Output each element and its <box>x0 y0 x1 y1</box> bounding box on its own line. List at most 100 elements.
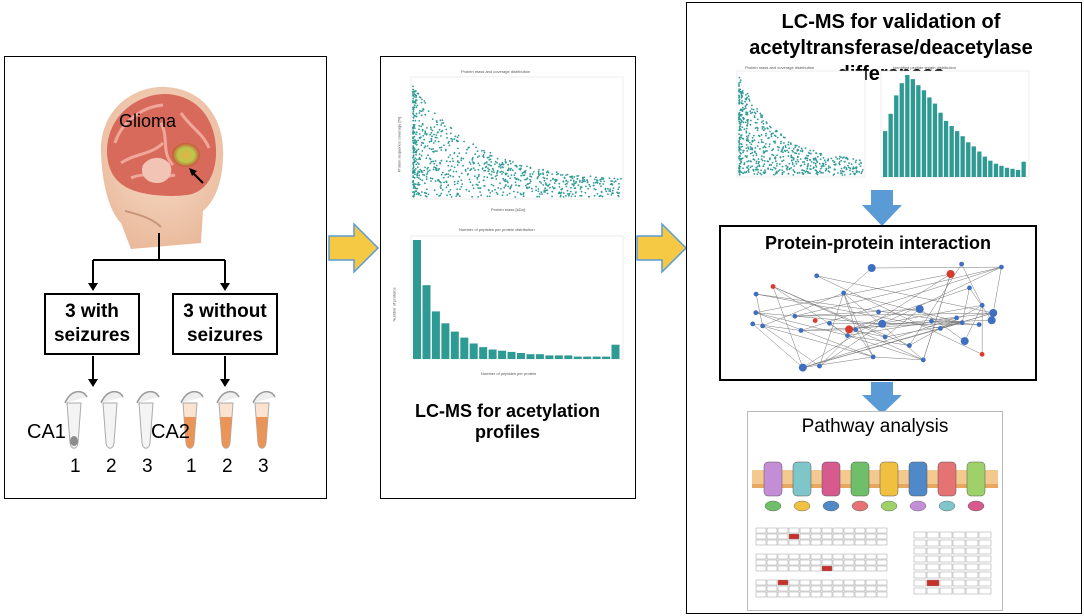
scatter-point <box>741 106 744 109</box>
network-node <box>954 315 959 321</box>
scatter-point <box>609 188 611 191</box>
scatter-point <box>771 149 773 152</box>
scatter-point <box>579 188 582 190</box>
scatter-point <box>461 183 464 185</box>
gene-cell <box>913 571 927 579</box>
gene-cell <box>854 565 866 572</box>
scatter-point <box>476 178 479 180</box>
scatter-point <box>413 90 416 92</box>
gene-cell <box>821 579 833 586</box>
scatter-point <box>759 112 762 115</box>
network-edge <box>755 273 951 313</box>
scatter-point <box>477 168 480 171</box>
bar <box>960 136 965 177</box>
scatter-point <box>510 174 513 176</box>
scatter-point <box>815 169 818 172</box>
scatter-point <box>413 104 416 106</box>
scatter-point <box>460 185 463 188</box>
scatter-point <box>586 181 589 183</box>
scatter-point <box>750 112 752 115</box>
protein-subunit <box>764 500 782 512</box>
scatter-point <box>452 170 455 173</box>
scatter-point <box>440 146 443 149</box>
bar <box>943 120 949 177</box>
scatter-point <box>447 184 449 187</box>
scatter-point <box>750 143 753 146</box>
pathway-title: Pathway analysis <box>801 416 949 437</box>
scatter-point <box>445 186 448 189</box>
gene-cell <box>843 533 855 540</box>
network-edge <box>855 329 924 361</box>
network-node <box>827 320 832 326</box>
scatter-point <box>797 160 800 163</box>
network-edge <box>755 294 763 326</box>
scatter-point <box>454 135 457 138</box>
scatter-point <box>742 172 744 175</box>
scatter-point <box>413 131 416 134</box>
scatter-point <box>617 188 620 191</box>
gene-cell <box>854 527 866 534</box>
scatter-point <box>415 90 417 92</box>
scatter-point <box>738 141 740 144</box>
scatter-point <box>610 180 612 182</box>
gene-cell <box>821 559 833 566</box>
network-node <box>920 357 926 363</box>
gene-cell <box>832 553 844 560</box>
gene-cell <box>854 591 866 598</box>
scatter-point <box>489 158 492 161</box>
scatter-point <box>778 169 781 171</box>
network-node <box>841 290 846 296</box>
network-edge <box>829 323 980 325</box>
scatter-point <box>559 174 562 176</box>
scatter-point <box>412 166 415 169</box>
scatter-point <box>412 108 414 110</box>
gene-cell <box>821 585 833 592</box>
scatter-point <box>756 126 758 129</box>
scatter-point <box>413 192 416 194</box>
scatter-point <box>465 152 468 154</box>
scatter-point <box>791 163 794 166</box>
scatter-point <box>565 174 567 176</box>
scatter-point <box>430 180 432 182</box>
scatter-point <box>756 108 758 110</box>
gene-cell <box>865 579 877 586</box>
gene-cell <box>854 553 866 560</box>
scatter-point <box>450 196 453 198</box>
scatter-point <box>455 170 458 173</box>
scatter-point <box>754 127 757 129</box>
scatter-point <box>414 183 417 185</box>
scatter-point <box>415 193 418 195</box>
scatter-point <box>414 157 417 160</box>
network-edge <box>772 286 886 338</box>
scatter-point <box>815 152 817 154</box>
scatter-point <box>815 172 818 175</box>
scatter-point <box>412 126 414 129</box>
scatter-point <box>746 155 748 157</box>
network-node <box>915 305 924 313</box>
gene-cell <box>821 591 833 598</box>
scatter-point <box>417 191 419 194</box>
scatter-point <box>499 171 502 173</box>
network-edge <box>755 312 795 317</box>
network-node <box>960 337 969 346</box>
scatter-point <box>443 125 446 127</box>
scatter-point <box>788 167 791 170</box>
scatter-point <box>430 137 433 140</box>
scatter-point <box>747 95 750 97</box>
gene-cell <box>965 539 979 547</box>
scatter-point <box>809 149 811 152</box>
scatter-point <box>415 131 418 133</box>
scatter-point <box>436 123 439 126</box>
hist-title: Identified peptide length distribution <box>893 65 956 70</box>
scatter-point <box>471 158 474 160</box>
network-edge <box>885 322 963 338</box>
scatter-point <box>412 156 414 159</box>
membrane <box>752 484 998 488</box>
scatter-point <box>513 174 516 176</box>
scatter-point <box>827 158 830 161</box>
scatter-point <box>772 154 775 157</box>
scatter-point <box>482 155 484 158</box>
scatter-point <box>744 105 747 108</box>
scatter-point <box>435 164 438 167</box>
scatter-point <box>460 179 463 182</box>
